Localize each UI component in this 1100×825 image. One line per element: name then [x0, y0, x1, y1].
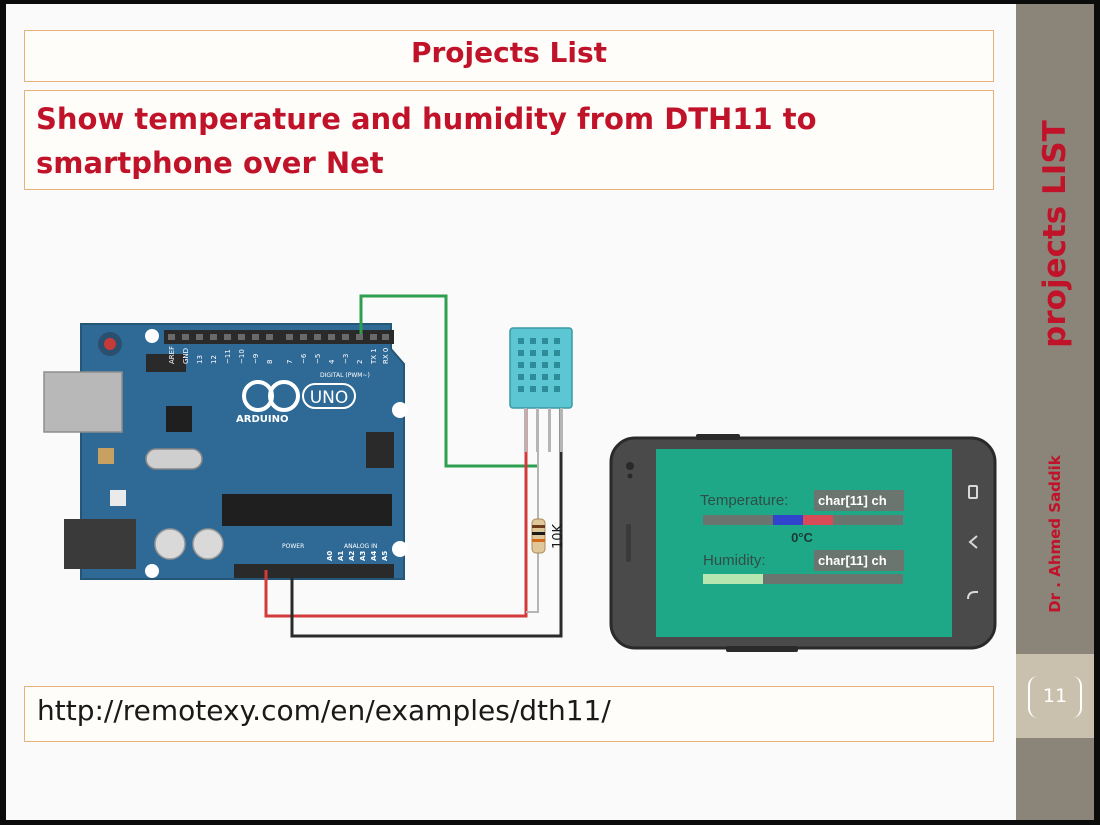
humidity-value: char[11] ch	[818, 553, 887, 568]
back-icon[interactable]	[967, 591, 978, 600]
temperature-reading: 0°C	[791, 530, 813, 545]
sidebar-author: Dr . Ahmed Saddik	[1046, 455, 1064, 613]
humidity-bar	[703, 574, 903, 584]
pin-label: 4	[328, 359, 336, 364]
sidebar-title: projects LIST	[1037, 120, 1073, 348]
pin-label: 12	[210, 355, 218, 364]
page-number: 11	[1028, 676, 1082, 718]
phone-screen	[656, 449, 952, 637]
ground-wire	[290, 407, 563, 638]
board-logo-text: ARDUINO	[236, 414, 288, 425]
analog-pin-label: A4	[370, 551, 378, 561]
pin-label: ~11	[224, 349, 232, 364]
usb-port	[43, 371, 123, 433]
pin-label: ~3	[342, 354, 350, 364]
pin-label: 2	[356, 360, 364, 364]
analog-header-label: ANALOG IN	[344, 543, 377, 550]
humidity-label: Humidity:	[703, 552, 766, 569]
pin-label: GND	[182, 348, 190, 364]
pin-label: ~5	[314, 354, 322, 364]
project-heading: Show temperature and humidity from DTH11…	[36, 102, 817, 180]
capacitor	[192, 528, 224, 560]
board-model: UNO	[310, 388, 349, 408]
recent-apps-icon[interactable]	[968, 485, 978, 499]
temperature-value-field	[814, 490, 904, 511]
analog-pin-label: A3	[359, 551, 367, 561]
analog-pin-label: A5	[381, 551, 389, 561]
power-jack	[64, 519, 136, 569]
microcontroller-chip	[222, 494, 392, 526]
resistor-label: 10K	[551, 523, 566, 549]
pin-label: 8	[266, 360, 274, 364]
pin-label: TX 1	[370, 348, 378, 365]
power-header	[234, 564, 324, 578]
slide: Projects List Show temperature and humid…	[6, 4, 1094, 820]
sidebar: projects LIST Dr . Ahmed Saddik 11	[1016, 4, 1094, 820]
pin-label: ~9	[252, 354, 260, 364]
smartphone: Temperature: char[11] ch 0°C Humidity: c…	[609, 434, 997, 652]
temperature-bar-negative	[773, 515, 803, 525]
temperature-value: char[11] ch	[818, 493, 887, 508]
reference-url[interactable]: http://remotexy.com/en/examples/dth11/	[37, 694, 611, 727]
signal-wire	[359, 294, 538, 468]
analog-pin-label: A0	[326, 551, 334, 561]
pin-label: ~6	[300, 353, 308, 364]
analog-pin-label: A2	[348, 551, 356, 561]
analog-header	[324, 564, 394, 578]
temperature-bar-positive	[803, 515, 833, 525]
resistor: 10K	[531, 518, 566, 554]
home-icon[interactable]	[968, 535, 978, 549]
analog-pin-label: A1	[337, 551, 345, 561]
pin-label: 13	[196, 355, 204, 364]
wires	[264, 294, 563, 638]
page-title: Projects List	[410, 36, 608, 69]
title-box: Projects List	[24, 30, 994, 82]
power-header-label: POWER	[282, 543, 304, 550]
capacitor	[154, 528, 186, 560]
humidity-value-field	[814, 550, 904, 571]
arduino-board: UNO ARDUINO DIGITAL (PWM~) POWER ANALOG …	[43, 323, 408, 580]
digital-header-label: DIGITAL (PWM~)	[320, 372, 370, 379]
temperature-label: Temperature:	[700, 492, 788, 509]
pin-label: 7	[286, 360, 294, 364]
wiring-diagram: UNO ARDUINO DIGITAL (PWM~) POWER ANALOG …	[43, 294, 997, 652]
resistor-lead	[526, 407, 539, 613]
power-wire	[264, 407, 528, 618]
humidity-bar-fill	[703, 574, 763, 584]
crystal-oscillator	[145, 448, 203, 470]
digital-header	[164, 330, 394, 344]
pin-label: ~10	[238, 349, 246, 364]
pin-label: AREF	[168, 346, 176, 364]
dht11-sensor	[509, 327, 573, 452]
url-box: http://remotexy.com/en/examples/dth11/	[24, 686, 994, 742]
pin-label: RX 0	[382, 348, 390, 364]
heading-box: Show temperature and humidity from DTH11…	[24, 90, 994, 190]
arduino-logo-icon	[242, 380, 300, 412]
